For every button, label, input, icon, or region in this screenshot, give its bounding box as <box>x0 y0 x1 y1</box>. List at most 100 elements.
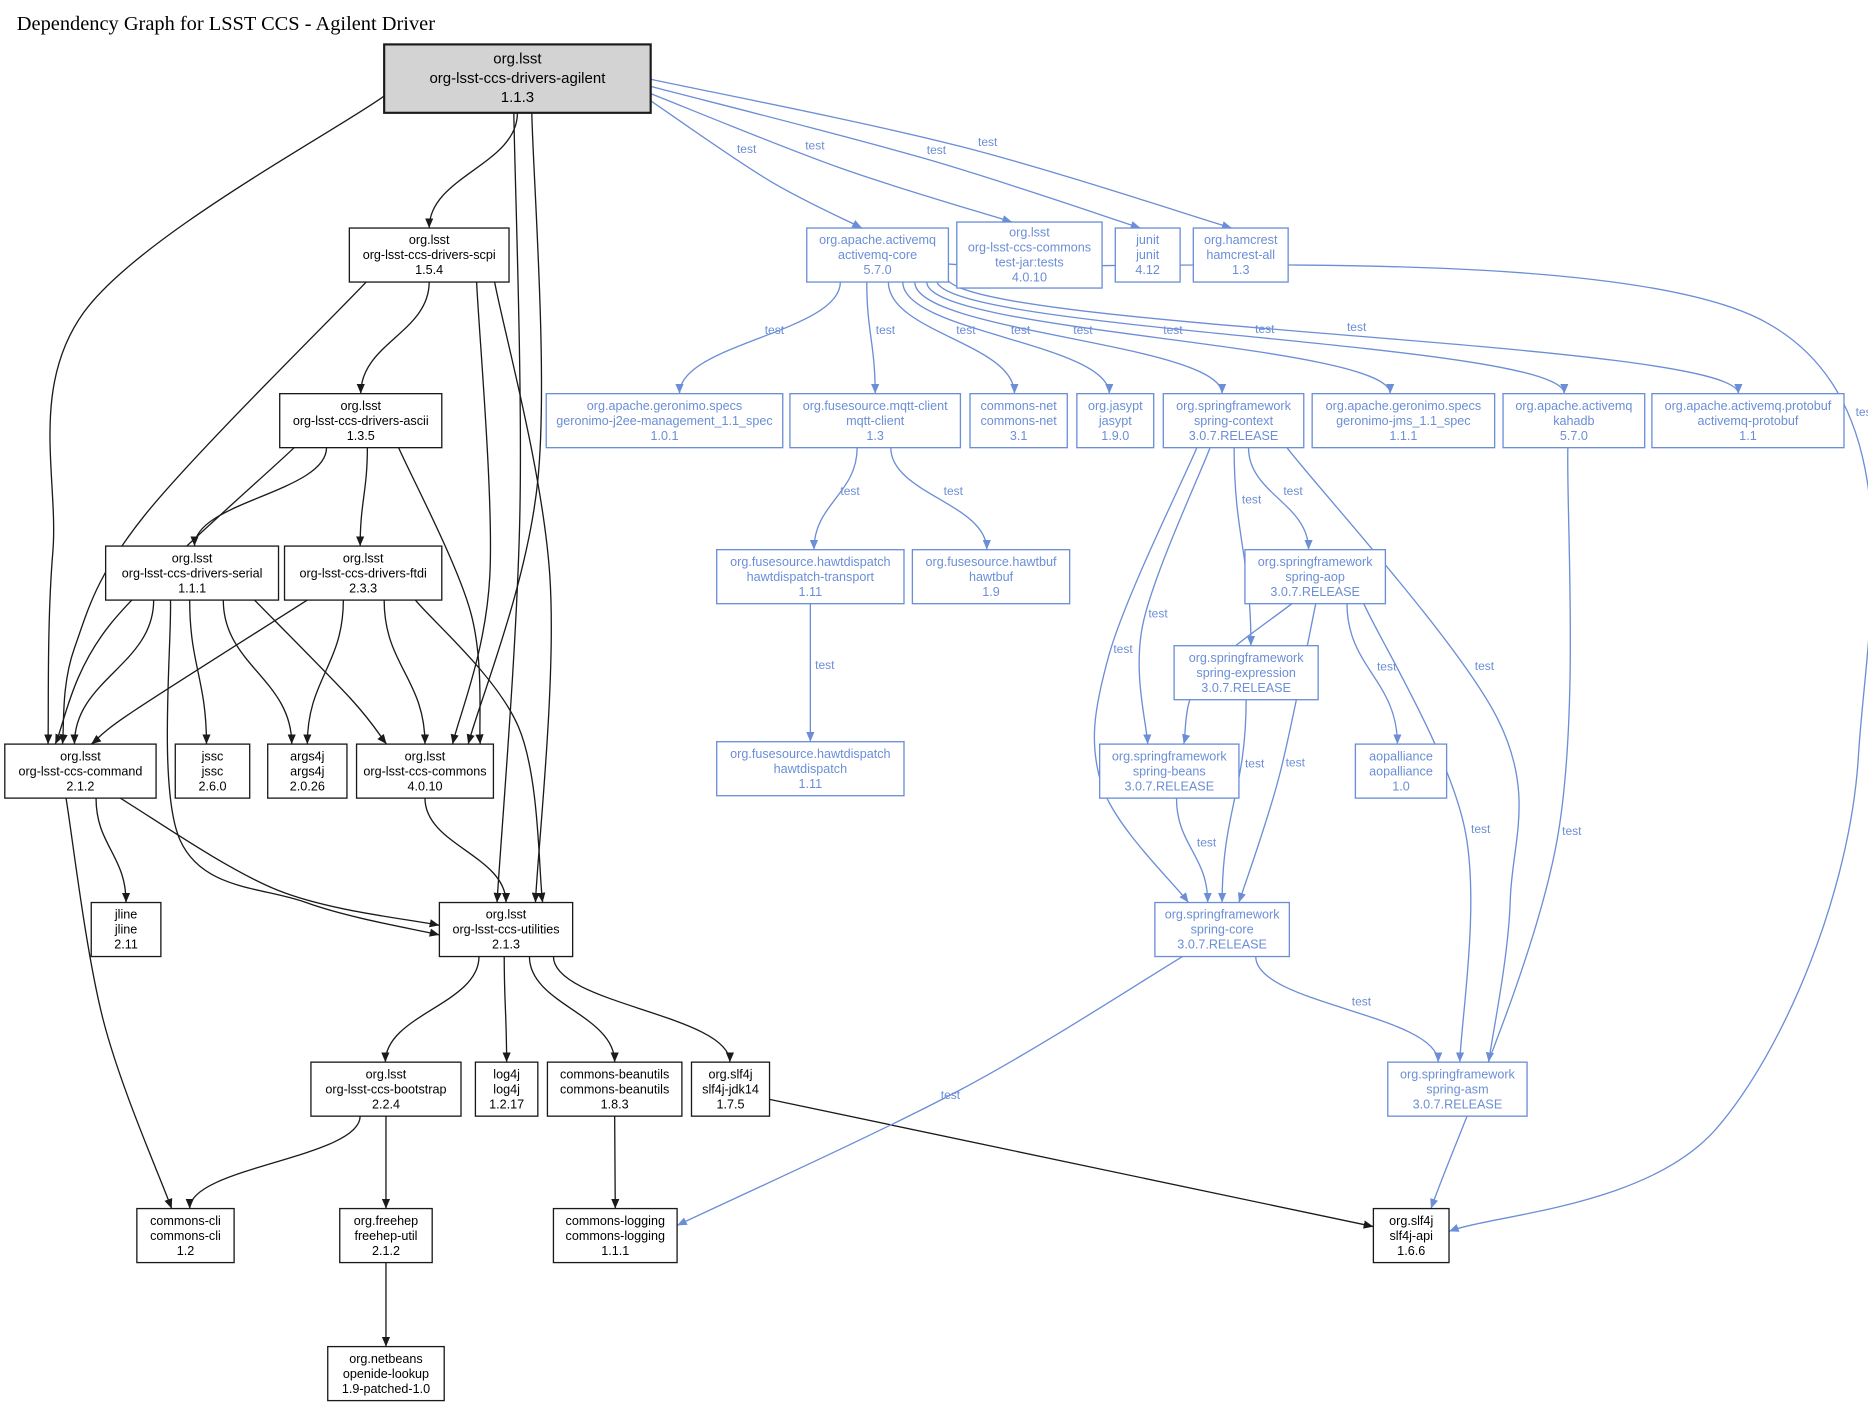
node-label: 4.0.10 <box>407 779 442 793</box>
node-label: jasypt <box>1098 414 1132 428</box>
node-label: 2.1.2 <box>66 779 94 793</box>
node-label: commons-beanutils <box>560 1082 669 1096</box>
node-label: commons-logging <box>566 1214 665 1228</box>
edge-scope-label: test <box>1562 824 1582 838</box>
node-label: 2.11 <box>114 938 138 952</box>
edge-scope-label: test <box>1245 756 1265 770</box>
node-label: org.lsst <box>405 749 446 763</box>
node-box-jline <box>90 901 162 958</box>
edge-serial-args4j <box>222 600 296 745</box>
edge-mqtt-hawtbuf <box>890 447 991 550</box>
node-label: org-lsst-ccs-commons <box>968 241 1091 255</box>
node-label: org.apache.geronimo.specs <box>1326 399 1481 413</box>
edge-scope-label: test <box>1148 606 1168 620</box>
edge-spring_context-spring_expression <box>1233 447 1256 646</box>
node-box-spring_beans <box>1099 743 1240 799</box>
edge-scope-label: test <box>1471 822 1491 836</box>
node-label: org.fusesource.hawtbuf <box>926 555 1057 569</box>
edge-utilities-slf4j_jdk14 <box>552 956 734 1063</box>
node-box-junit <box>1114 227 1181 283</box>
node-label: org.lsst <box>493 51 542 68</box>
node-label: spring-beans <box>1133 764 1206 778</box>
node-hawt_transport: org.fusesource.hawtdispatchhawtdispatch-… <box>716 549 905 605</box>
node-label: 1.1 <box>1739 429 1757 443</box>
edge-scope-label: test <box>805 139 825 153</box>
node-box-freehep <box>339 1207 433 1264</box>
node-label: org.lsst <box>1009 226 1050 240</box>
node-box-scpi <box>348 227 510 283</box>
node-label: 2.6.0 <box>198 779 226 793</box>
node-box-utilities <box>438 901 574 958</box>
edge-ascii-commons <box>397 447 484 745</box>
edge-activemq-geronimo_j2ee <box>675 282 842 394</box>
node-label: 1.3.5 <box>347 429 375 443</box>
node-box-spring_core <box>1154 901 1291 958</box>
node-label: 1.9-patched-1.0 <box>342 1382 430 1396</box>
node-label: 3.0.7.RELEASE <box>1413 1097 1503 1111</box>
node-label: 1.5.4 <box>415 263 443 277</box>
node-box-openide <box>327 1345 445 1402</box>
edge-spring_core-commons_logging <box>676 955 1183 1226</box>
edge-spring_aop-spring_core <box>1237 603 1317 903</box>
node-label: org.springframework <box>1400 1067 1516 1081</box>
edge-ftdi-args4j <box>303 600 345 745</box>
node-box-hawt_transport <box>716 549 905 605</box>
node-label: 3.0.7.RELEASE <box>1270 585 1360 599</box>
edge-scope-label: test <box>1856 405 1868 419</box>
node-box-bootstrap <box>310 1061 462 1117</box>
edge-utilities-bootstrap <box>381 956 480 1063</box>
edge-scope-label: test <box>1197 836 1217 850</box>
edge-beanutils-commons_logging <box>611 1116 620 1209</box>
node-spring_core: org.springframeworkspring-core3.0.7.RELE… <box>1154 901 1291 958</box>
edge-serial-jssc <box>189 600 211 745</box>
edge-ftdi-utilities <box>414 599 546 903</box>
edge-agilent-scpi <box>425 112 519 229</box>
node-label: org.lsst <box>340 399 381 413</box>
edge-scope-label: test <box>815 658 835 672</box>
edge-scope-label: test <box>1475 659 1495 673</box>
node-label: kahadb <box>1553 414 1594 428</box>
node-box-commons_cli <box>136 1207 235 1264</box>
edge-spring_aop-spring_asm <box>1363 603 1472 1063</box>
node-box-commons_logging <box>552 1207 678 1264</box>
node-label: args4j <box>290 764 324 778</box>
node-label: 1.1.1 <box>178 581 206 595</box>
node-label: 1.3 <box>1232 263 1250 277</box>
node-box-jasypt <box>1076 392 1155 449</box>
node-label: args4j <box>290 749 324 763</box>
edge-spring_context-spring_core <box>1093 447 1198 903</box>
edge-activemq-jasypt <box>902 282 1114 394</box>
node-label: commons-net <box>980 399 1057 413</box>
node-label: org-lsst-ccs-command <box>18 764 142 778</box>
node-box-testjar <box>956 221 1103 289</box>
node-label: org.lsst <box>409 233 450 247</box>
node-label: aopalliance <box>1369 749 1433 763</box>
node-label: geronimo-jms_1.1_spec <box>1336 414 1470 428</box>
edge-agilent-command <box>44 95 385 745</box>
edge-scope-label: test <box>1011 323 1031 337</box>
node-label: 1.8.3 <box>601 1097 629 1111</box>
node-label: 2.1.2 <box>372 1244 400 1258</box>
edge-activemq-kahadb <box>935 279 1569 394</box>
node-label: org.apache.geronimo.specs <box>587 399 742 413</box>
node-label: org.slf4j <box>708 1067 752 1081</box>
node-label: org.lsst <box>366 1067 407 1081</box>
node-label: spring-core <box>1191 923 1254 937</box>
edge-scope-label: test <box>1113 642 1133 656</box>
node-box-ascii <box>279 392 443 449</box>
node-box-log4j <box>474 1061 539 1117</box>
node-label: jline <box>114 908 137 922</box>
edge-spring_beans-spring_core <box>1175 798 1212 903</box>
node-label: 1.0 <box>1392 779 1410 793</box>
node-box-geronimo_j2ee <box>545 392 784 449</box>
node-label: org-lsst-ccs-commons <box>363 764 486 778</box>
node-box-spring_asm <box>1387 1061 1528 1117</box>
